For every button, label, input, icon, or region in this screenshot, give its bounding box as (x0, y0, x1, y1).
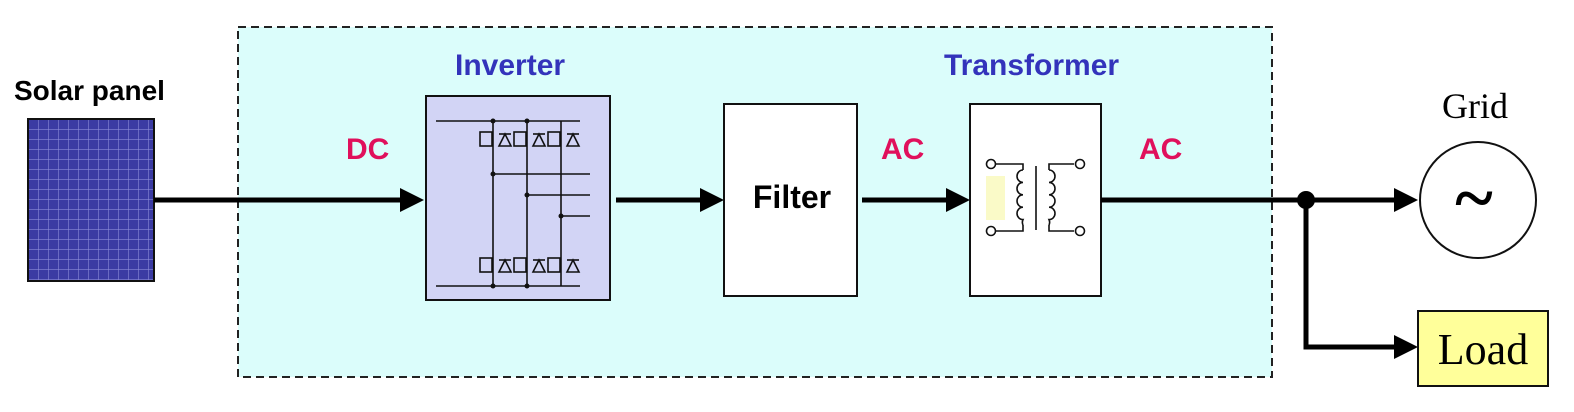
ac-label-1: AC (881, 133, 924, 166)
load-branch-line (1303, 200, 1398, 350)
inverter-circuit-icon (436, 120, 590, 287)
solar-panel-icon (27, 118, 155, 282)
grid-arrowhead (1394, 188, 1418, 212)
grid-tilde-symbol: ~ (1455, 158, 1492, 238)
inverter-junction-dots (490, 118, 564, 289)
solar-panel-label: Solar panel (14, 75, 165, 106)
inverter-label: Inverter (455, 49, 565, 82)
inverter-block (425, 95, 611, 301)
transformer-core (986, 176, 1005, 220)
load-arrowhead (1394, 335, 1418, 359)
grid-label: Grid (1442, 86, 1508, 126)
inverter-filter-arrowhead (700, 188, 724, 212)
load-label: Load (1438, 325, 1528, 374)
load-block (1417, 310, 1549, 387)
grid-source-icon (1419, 141, 1537, 259)
filter-transformer-arrowhead (946, 188, 970, 212)
dc-label: DC (346, 133, 389, 166)
filter-label: Filter (753, 179, 831, 215)
filter-block (723, 103, 858, 297)
dc-arrowhead (400, 188, 424, 212)
transformer-icon (985, 158, 1086, 237)
transformer-label: Transformer (944, 49, 1119, 82)
ac-label-2: AC (1139, 133, 1182, 166)
